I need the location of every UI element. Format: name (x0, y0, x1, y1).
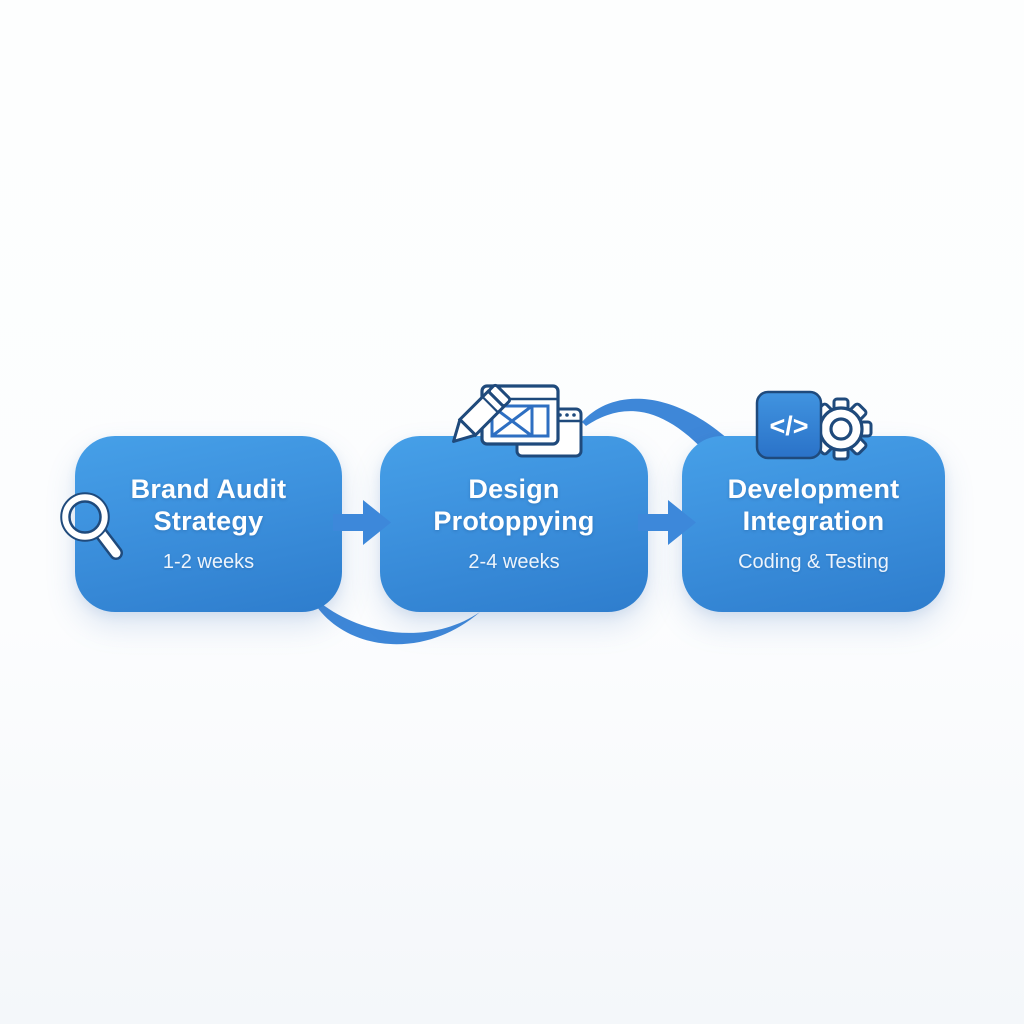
step-title: Development Integration (728, 474, 900, 537)
step-title-line1: Development (727, 474, 900, 505)
step-title: Brand Audit Strategy (131, 474, 287, 537)
step-title-line2: Strategy (153, 505, 264, 536)
step-title: Design Protoppying (433, 474, 594, 537)
step-title-line2: Integration (742, 505, 885, 536)
step-title-line2: Protoppying (433, 505, 595, 536)
step-box-design-prototyping: Design Protoppying 2-4 weeks (380, 436, 648, 612)
step-box-development-integration: Development Integration Coding & Testing (682, 436, 945, 612)
step-subtitle: 2-4 weeks (468, 550, 560, 573)
step-box-brand-audit: Brand Audit Strategy 1-2 weeks (75, 436, 342, 612)
step-subtitle: 1-2 weeks (162, 550, 255, 573)
step-title-line1: Design (468, 474, 560, 505)
step-subtitle: Coding & Testing (738, 550, 889, 573)
step-title-line1: Brand Audit (130, 474, 287, 505)
